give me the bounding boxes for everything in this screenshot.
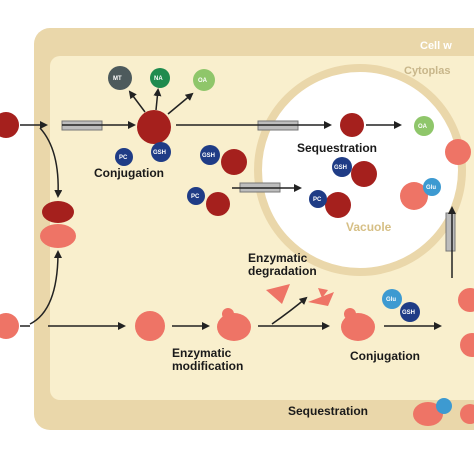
metal-vacuole-glu <box>400 182 428 210</box>
transporter-right <box>445 212 456 252</box>
metal-ion-center <box>137 110 171 144</box>
sequestration-vacuole-label: Sequestration <box>297 141 377 155</box>
metal-vacuole-top <box>340 113 364 137</box>
metal-vacuole-edge <box>445 139 471 165</box>
metal-conjugate-right <box>221 149 247 175</box>
pc-molecule-mid <box>187 187 205 205</box>
gsh-right-label: GSH <box>202 153 215 159</box>
arrow-curve-up <box>29 250 62 325</box>
glu-bottom-label: Glu <box>386 297 396 303</box>
glu-vacuole-label: Glu <box>426 185 436 191</box>
arrow-to-mt <box>128 90 146 113</box>
mt-label: MT <box>113 76 122 82</box>
metal-ion-wall-dark <box>42 201 74 223</box>
metal-light-1 <box>135 311 165 341</box>
degraded-fragment-3 <box>318 288 328 298</box>
oa-molecule <box>193 69 215 91</box>
pc-molecule-left <box>115 148 133 166</box>
gsh-molecule-bottom <box>400 302 420 322</box>
glu-molecule-bottom <box>382 289 402 309</box>
oa-vacuole-label: OA <box>418 124 428 130</box>
metal-ion-wall-light <box>40 224 76 248</box>
arrow-curve-down <box>39 127 63 198</box>
vacuole-label: Vacuole <box>346 220 392 234</box>
conjugation-top-label: Conjugation <box>94 166 164 180</box>
gsh-bottom-label: GSH <box>402 310 415 316</box>
cytoplasm-label: Cytoplas <box>404 65 450 77</box>
pc-vacuole-label: PC <box>313 197 322 203</box>
metal-vacuole-gsh <box>351 161 377 187</box>
oa-label: OA <box>198 78 208 84</box>
pc-mid-label: PC <box>191 194 200 200</box>
gsh-molecule-right <box>200 145 220 165</box>
gsh-molecule-left <box>151 142 171 162</box>
metal-light-right-1 <box>458 288 474 312</box>
na-label: NA <box>154 76 163 82</box>
conjugate-nub <box>344 308 356 320</box>
metal-sequestration-right <box>460 404 474 424</box>
sequestration-bottom-label: Sequestration <box>288 404 368 418</box>
pc-left-label: PC <box>119 155 128 161</box>
gsh-vacuole-label: GSH <box>334 165 347 171</box>
cell-wall-label: Cell w <box>420 40 452 52</box>
metal-light-modified <box>217 313 251 341</box>
metal-sequestration-bottom <box>413 402 443 426</box>
gsh-molecule-vacuole <box>332 157 352 177</box>
degraded-fragment-1 <box>266 284 290 304</box>
metal-light-right-2 <box>460 333 474 357</box>
glu-sequestration-bottom <box>436 398 452 414</box>
metal-conjugate-mid <box>206 192 230 216</box>
mt-molecule <box>108 66 132 90</box>
metal-vacuole-pc <box>325 192 351 218</box>
degraded-fragment-2 <box>308 292 334 306</box>
enzymatic-modification-label-2: modification <box>172 359 243 373</box>
pc-molecule-vacuole <box>309 190 327 208</box>
enzymatic-modification-label-1: Enzymatic <box>172 346 232 360</box>
metal-ion-outside-bottom <box>0 313 19 339</box>
arrow-to-degradation <box>271 296 308 325</box>
glu-molecule-vacuole <box>423 178 441 196</box>
modification-nub <box>222 308 234 320</box>
enzymatic-degradation-label-1: Enzymatic <box>248 251 308 265</box>
gsh-left-label: GSH <box>153 150 166 156</box>
metal-light-conjugate <box>341 313 375 341</box>
na-molecule <box>150 68 170 88</box>
oa-molecule-vacuole <box>414 116 434 136</box>
arrow-to-oa <box>167 92 194 115</box>
enzymatic-degradation-label-2: degradation <box>248 264 317 278</box>
arrow-to-na <box>153 88 162 111</box>
metal-ion-outside-top <box>0 112 19 138</box>
conjugation-bottom-label: Conjugation <box>350 349 420 363</box>
